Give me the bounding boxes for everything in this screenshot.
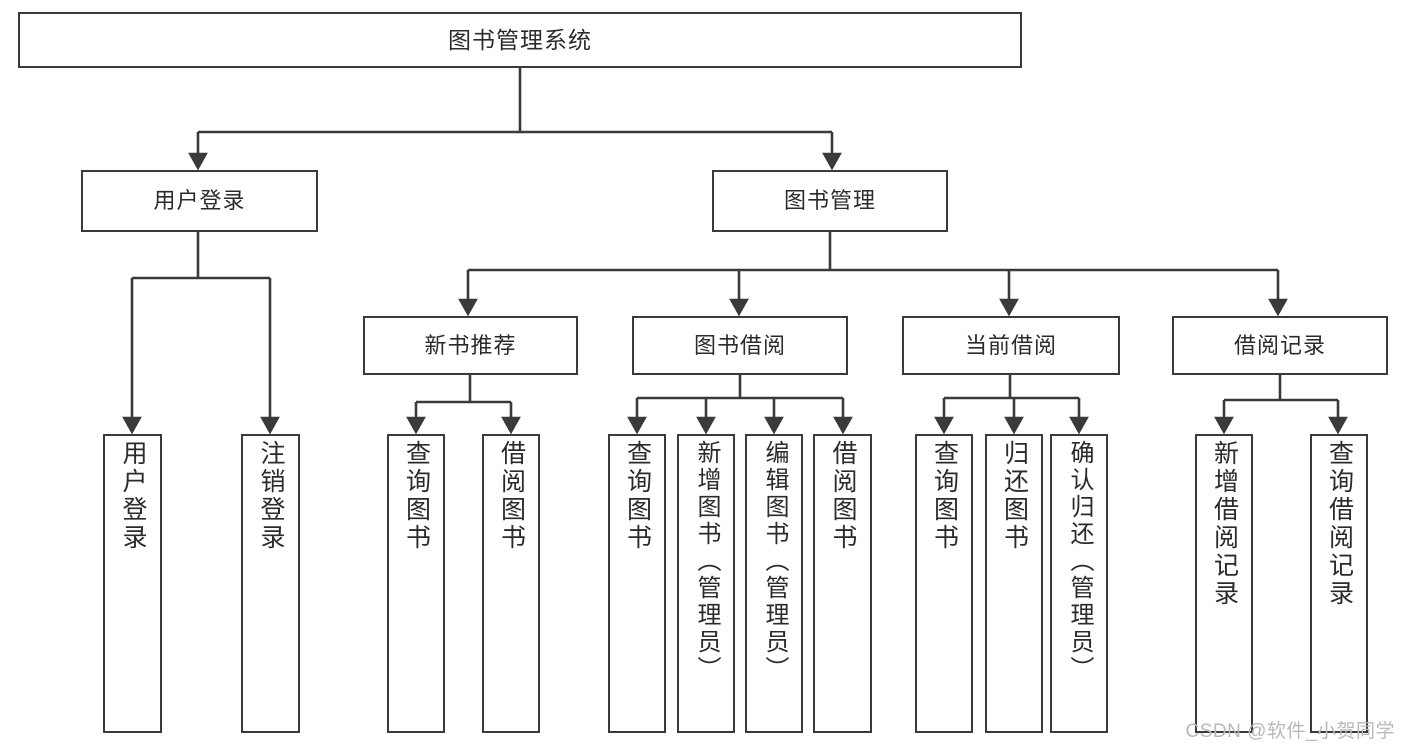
node-label: 借阅记录 <box>1233 332 1326 358</box>
node-label: 查询借阅记录 <box>1325 440 1354 608</box>
leaf-new-book-query[interactable]: 查询图书 <box>387 434 445 733</box>
node-new-book-recommend[interactable]: 新书推荐 <box>363 316 578 375</box>
watermark: CSDN @软件_小贺同学 <box>1185 721 1395 742</box>
node-label: 图书管理系统 <box>448 26 592 53</box>
node-label: 图书管理 <box>783 188 876 214</box>
leaf-borrow-record-add[interactable]: 新增借阅记录 <box>1195 434 1253 733</box>
node-label: 查询图书 <box>402 440 431 552</box>
leaf-book-borrow-query[interactable]: 查询图书 <box>608 434 666 733</box>
node-label: 注销登录 <box>257 440 285 552</box>
node-book-borrow[interactable]: 图书借阅 <box>632 316 848 375</box>
leaf-current-borrow-return[interactable]: 归还图书 <box>985 434 1043 733</box>
node-label: 新增借阅记录 <box>1210 440 1239 608</box>
leaf-book-borrow-add-admin[interactable]: 新增图书（管理员） <box>677 434 735 733</box>
node-label: 编辑图书（管理员） <box>760 440 788 683</box>
node-current-borrow[interactable]: 当前借阅 <box>902 316 1120 375</box>
node-label: 新增图书（管理员） <box>692 440 720 683</box>
leaf-book-borrow-edit-admin[interactable]: 编辑图书（管理员） <box>745 434 803 733</box>
leaf-user-login-signout[interactable]: 注销登录 <box>241 434 300 733</box>
node-label: 确认归还（管理员） <box>1065 440 1093 683</box>
node-label: 查询图书 <box>930 440 959 552</box>
node-borrow-records[interactable]: 借阅记录 <box>1172 316 1388 375</box>
leaf-current-borrow-confirm-admin[interactable]: 确认归还（管理员） <box>1050 434 1108 733</box>
leaf-new-book-borrow[interactable]: 借阅图书 <box>482 434 540 733</box>
leaf-current-borrow-query[interactable]: 查询图书 <box>915 434 973 733</box>
node-book-management[interactable]: 图书管理 <box>712 170 948 232</box>
node-label: 用户登录 <box>119 440 147 552</box>
node-label: 当前借阅 <box>964 332 1057 358</box>
node-label: 查询图书 <box>623 440 652 552</box>
node-label: 图书借阅 <box>693 332 786 358</box>
node-label: 借阅图书 <box>829 440 857 552</box>
leaf-user-login-signin[interactable]: 用户登录 <box>103 434 162 733</box>
node-root-system[interactable]: 图书管理系统 <box>18 12 1022 68</box>
node-label: 新书推荐 <box>424 332 517 358</box>
node-user-login[interactable]: 用户登录 <box>81 170 318 232</box>
node-label: 用户登录 <box>153 188 246 214</box>
leaf-book-borrow-borrow[interactable]: 借阅图书 <box>813 434 872 733</box>
leaf-borrow-record-query[interactable]: 查询借阅记录 <box>1310 434 1368 733</box>
node-label: 借阅图书 <box>497 440 526 552</box>
node-label: 归还图书 <box>1000 440 1029 552</box>
